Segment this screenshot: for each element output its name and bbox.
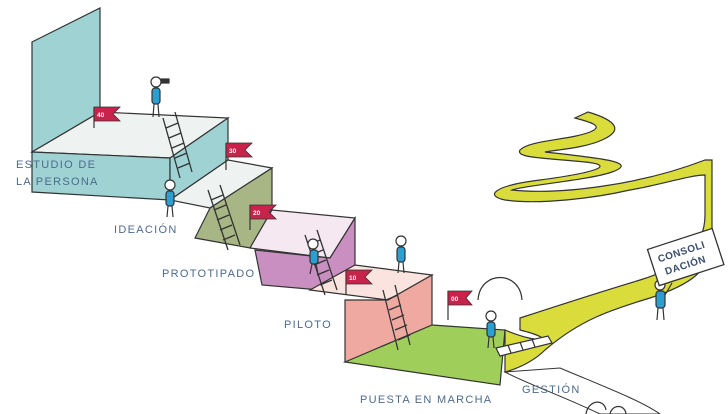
flag-20-label: 20 bbox=[253, 210, 261, 217]
label-prototipado: PROTOTIPADO bbox=[162, 268, 255, 280]
ladder-2 bbox=[207, 184, 241, 251]
flag-10-label: 10 bbox=[349, 275, 357, 282]
person-puesta bbox=[485, 310, 497, 349]
label-ideacion: IDEACIÓN bbox=[114, 223, 178, 236]
gestion-arch bbox=[477, 277, 523, 301]
flag-40-label: 40 bbox=[97, 112, 105, 119]
consolidacion-sign: CONSOLI DACIÓN bbox=[646, 227, 725, 287]
step-estudio bbox=[29, 7, 230, 201]
consolidacion-path bbox=[493, 111, 713, 373]
person-piloto bbox=[395, 235, 407, 274]
flag-30: 30 bbox=[225, 142, 253, 170]
label-estudio-line1: ESTUDIO DE bbox=[16, 159, 96, 171]
flag-20: 20 bbox=[249, 204, 277, 230]
bridge bbox=[495, 335, 553, 357]
flag-10: 10 bbox=[345, 269, 373, 295]
label-piloto: PILOTO bbox=[284, 319, 332, 331]
person-ideacion bbox=[164, 179, 176, 218]
decorative-curl bbox=[585, 401, 627, 414]
flag-40: 40 bbox=[93, 106, 121, 128]
flag-30-label: 30 bbox=[229, 148, 237, 155]
flag-00-label: 00 bbox=[451, 296, 459, 303]
label-estudio-line2: LA PERSONA bbox=[16, 176, 99, 188]
ladder-4 bbox=[382, 284, 411, 351]
path-road bbox=[493, 111, 713, 373]
gestion-lane bbox=[503, 367, 661, 414]
person-lookout bbox=[150, 76, 170, 118]
flag-00: 00 bbox=[447, 290, 473, 320]
label-gestion: GESTIÓN bbox=[522, 383, 581, 396]
ladder-1 bbox=[162, 111, 193, 179]
label-puesta: PUESTA EN MARCHA bbox=[360, 394, 492, 406]
person-climber bbox=[307, 238, 319, 275]
